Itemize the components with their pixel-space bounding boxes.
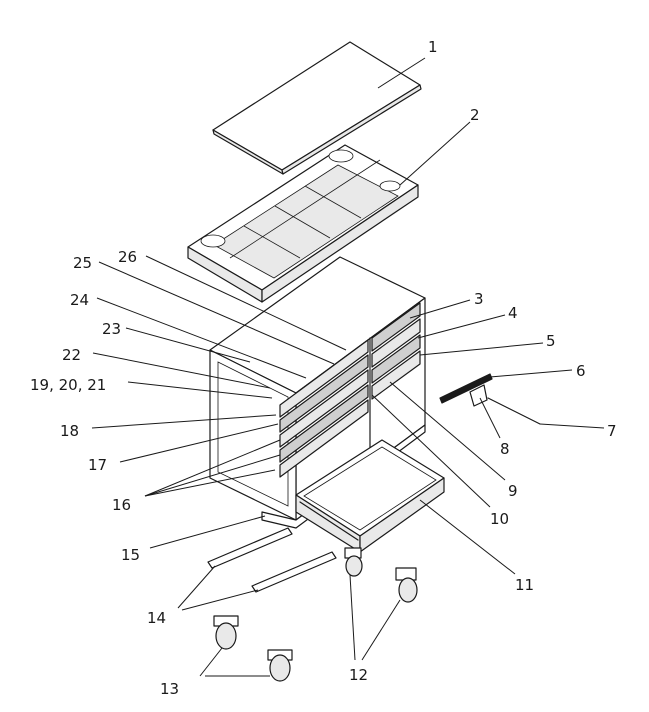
callout-4: 4: [508, 304, 518, 322]
callout-24: 24: [70, 291, 89, 309]
callout-2: 2: [470, 106, 480, 124]
leader-lines: [91, 57, 605, 677]
part-2-top-tray: [187, 144, 419, 303]
part-14-rails: [207, 527, 337, 593]
callout-3: 3: [474, 290, 484, 308]
callout-26: 26: [118, 248, 137, 266]
part-1-top-mat: [212, 41, 422, 175]
callout-23: 23: [102, 320, 121, 338]
part-6-drawer-slide: [439, 373, 493, 404]
callout-14: 14: [147, 609, 166, 627]
callout-5: 5: [546, 332, 556, 350]
callout-11: 11: [515, 576, 534, 594]
part-8-clip: [469, 384, 488, 407]
callout-6: 6: [576, 362, 586, 380]
cabinet-body: [209, 256, 426, 529]
part-11-drawer: [295, 439, 445, 553]
callout-8: 8: [500, 440, 510, 458]
callout-13: 13: [160, 680, 179, 698]
callout-16: 16: [112, 496, 131, 514]
callout-10: 10: [490, 510, 509, 528]
callout-25: 25: [73, 254, 92, 272]
callout-15: 15: [121, 546, 140, 564]
callout-1: 1: [428, 38, 438, 56]
callout-9: 9: [508, 482, 518, 500]
part-13-casters: [213, 615, 293, 682]
callout-17: 17: [88, 456, 107, 474]
part-7-rod: [487, 397, 541, 425]
callout-labels: 1 2 3 4 5 6 7 8 9 10 11 12 13 14 15 16 1…: [30, 38, 617, 698]
callout-22: 22: [62, 346, 81, 364]
callout-18: 18: [60, 422, 79, 440]
callout-7: 7: [607, 422, 617, 440]
callout-19-20-21: 19, 20, 21: [30, 376, 106, 394]
part-12-casters: [344, 547, 418, 603]
callout-12: 12: [349, 666, 368, 684]
